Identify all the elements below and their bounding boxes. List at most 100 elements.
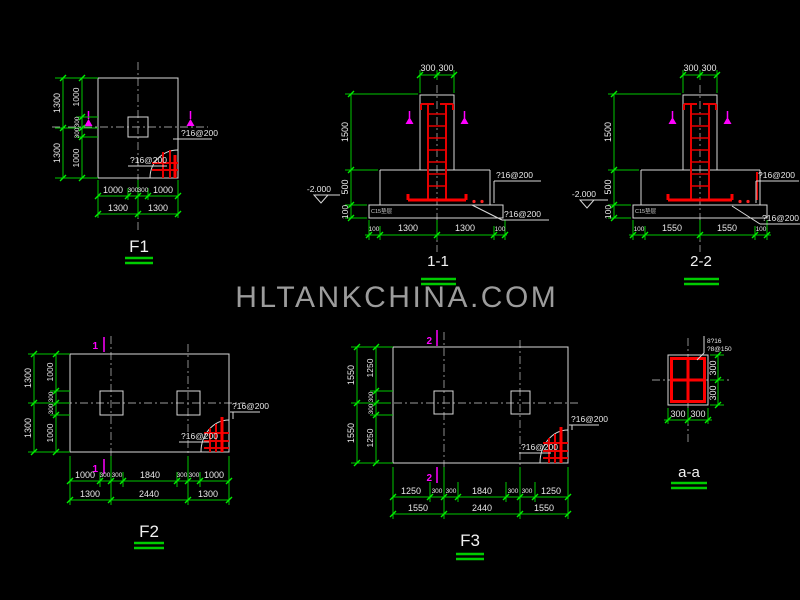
dim-label: 300 xyxy=(189,472,200,479)
dim-label: 300 xyxy=(48,403,55,414)
dim-label: 1550 xyxy=(408,503,428,513)
title-underline xyxy=(456,552,484,561)
dim-label: 100 xyxy=(634,226,645,233)
dim-label: 1550 xyxy=(534,503,554,513)
s22-axis-marker-right xyxy=(723,111,732,124)
dim-label: 300 xyxy=(670,409,685,419)
dim-label: 1550 xyxy=(346,423,356,443)
dim-label: 1000 xyxy=(45,423,55,442)
f2-section-cut-marker-top: 1 xyxy=(92,337,105,352)
callout-leader xyxy=(471,204,549,221)
f3-bottom-dimensions: 1250 300 300 1840 300 300 1250 1550 2440… xyxy=(389,467,572,519)
rebar-callout: ?16@200 xyxy=(181,128,218,138)
watermark-text: HLTANKCHINA.COM xyxy=(235,281,559,314)
f1-plan-view: ?16@200 ?16@200 1300 1300 1000 300 300 1… xyxy=(52,62,218,265)
f2-column-outline xyxy=(99,390,124,416)
dim-label: 1250 xyxy=(401,486,421,496)
s22-top-dimensions: 300 300 xyxy=(679,63,721,93)
dim-label: 300 xyxy=(100,472,111,479)
s11-rebar xyxy=(406,103,484,204)
f2-bottom-dimensions: 1000 300 300 1840 300 300 1000 1300 2440… xyxy=(66,456,233,505)
f1-centerlines xyxy=(52,62,208,232)
aa-column-outline xyxy=(667,354,709,406)
title-underline xyxy=(421,277,456,286)
dim-label: 100 xyxy=(756,226,767,233)
dim-label: 300 xyxy=(74,127,81,138)
f3-rebar-detail xyxy=(539,427,569,464)
dim-label: 300 xyxy=(128,187,139,194)
dim-label: 1250 xyxy=(365,358,375,377)
dim-label: 1250 xyxy=(365,428,375,447)
dim-label: 100 xyxy=(495,226,506,233)
dim-label: 2440 xyxy=(472,503,492,513)
s22-bottom-dimensions: 100 1550 1550 100 xyxy=(629,220,771,240)
dim-label: 1000 xyxy=(71,148,81,167)
dim-label: 300 xyxy=(74,116,81,127)
dim-label: 300 xyxy=(177,472,188,479)
dim-label: 500 xyxy=(603,179,613,194)
rebar-callout: ?16@200 xyxy=(504,209,541,219)
aa-bottom-dimensions: 300 300 xyxy=(664,408,712,424)
callout-leader xyxy=(230,411,260,419)
dim-label: 1300 xyxy=(455,223,475,233)
dim-label: 300 xyxy=(508,488,519,495)
title-underline xyxy=(125,256,153,265)
rebar-callout: ?16@200 xyxy=(521,442,558,452)
rebar-note: ?8@150 xyxy=(707,346,732,353)
dim-label: 300 xyxy=(522,488,533,495)
callout-leader xyxy=(755,180,799,203)
dim-label: 300 xyxy=(683,63,698,73)
dim-label: 1840 xyxy=(472,486,492,496)
f1-section-cut-marker-left xyxy=(84,111,93,126)
view-title-2-2: 2-2 xyxy=(690,253,712,270)
dim-label: 1000 xyxy=(71,87,81,106)
callout-leader xyxy=(731,205,800,225)
view-title-f3: F3 xyxy=(460,531,480,550)
s11-elevation-marker: -2.000 xyxy=(307,184,340,204)
dim-label: 1300 xyxy=(23,418,33,438)
dim-label: 1550 xyxy=(662,223,682,233)
dim-label: 1300 xyxy=(198,489,218,499)
dim-label: 300 xyxy=(701,63,716,73)
view-title-1-1: 1-1 xyxy=(427,253,449,270)
view-title-a-a: a-a xyxy=(678,464,700,481)
dim-label: 1000 xyxy=(45,362,55,381)
s22-axis-marker-left xyxy=(668,111,677,124)
s22-left-dimensions: 1500 500 100 xyxy=(603,90,681,222)
dim-label: 1000 xyxy=(204,470,224,480)
dim-label: 100 xyxy=(369,226,380,233)
title-underline xyxy=(134,541,164,550)
view-title-f2: F2 xyxy=(139,522,159,541)
dim-label: 1300 xyxy=(52,143,62,163)
f3-footing-outline xyxy=(392,346,569,464)
dim-label: 100 xyxy=(603,205,613,219)
dim-label: 100 xyxy=(340,205,350,219)
section-a-a-view: 8?16 ?8@150 300 300 300 300 a-a xyxy=(652,336,732,490)
s22-footing-outline xyxy=(640,169,761,205)
s11-footing-outline xyxy=(379,169,491,205)
dim-label: 300 xyxy=(446,488,457,495)
f3-column-outline xyxy=(433,390,454,415)
aa-rebar xyxy=(670,357,706,403)
f3-column-outline xyxy=(510,390,531,415)
f3-centerlines xyxy=(378,332,578,478)
s22-elevation-marker: -2.000 xyxy=(572,189,608,209)
s22-cushion-outline xyxy=(632,204,768,219)
s22-rebar xyxy=(666,103,758,204)
f3-section-cut-marker-bottom: 2 xyxy=(426,467,438,484)
s11-axis-marker-left xyxy=(405,111,414,124)
section-number: 2 xyxy=(426,336,432,347)
dim-label: 300 xyxy=(368,403,375,414)
section-1-1-view: 300 300 1500 500 100 -2.000 100 1300 130… xyxy=(307,63,549,286)
f2-section-cut-marker-bottom: 1 xyxy=(92,459,105,475)
f3-plan-view: 2 2 ?16@200 ?16@200 1550 1550 1250 300 3… xyxy=(346,330,608,561)
callout-leader xyxy=(493,180,541,203)
dim-label: 1840 xyxy=(140,470,160,480)
rebar-callout: ?16@200 xyxy=(496,170,533,180)
aa-right-dimensions: 300 300 xyxy=(708,351,724,409)
f2-left-dimensions: 1300 1300 1000 300 300 1000 xyxy=(23,350,70,456)
dim-label: 300 xyxy=(138,187,149,194)
dim-label: 1300 xyxy=(108,203,128,213)
